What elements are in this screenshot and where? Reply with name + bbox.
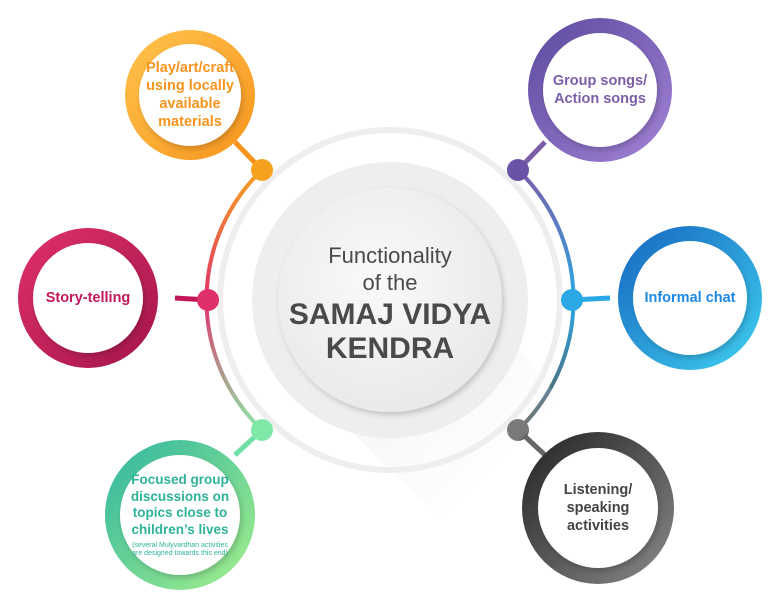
label-line: Informal chat xyxy=(644,289,736,306)
label-listening-speaking: Listening/ speaking activities xyxy=(543,458,653,558)
label-focused-group: Focused group discussions on topics clos… xyxy=(122,457,238,573)
label-line: materials xyxy=(158,114,222,131)
label-line: Action songs xyxy=(554,91,646,107)
dot-informal xyxy=(561,289,583,311)
label-line: using locally xyxy=(146,77,234,94)
center-title-line1: Functionality xyxy=(328,243,452,269)
label-line: Listening/ xyxy=(563,481,633,498)
dot-play xyxy=(251,159,273,181)
label-note: (several Mulyvardhan activities are desi… xyxy=(132,542,228,558)
center-circle xyxy=(278,188,502,412)
label-line: discussions on xyxy=(130,488,230,504)
label-line: Group songs/ xyxy=(552,72,648,89)
node-play-art-craft xyxy=(125,30,255,160)
node-focused-group xyxy=(105,440,255,590)
label-line: children’s lives xyxy=(131,522,229,538)
center-title: Functionality of the SAMAJ VIDYA KENDRA xyxy=(285,215,495,395)
label-line: Focused group xyxy=(131,471,229,487)
label-line: Story-telling xyxy=(45,289,131,306)
node-listening-speaking xyxy=(522,432,674,584)
label-line: speaking xyxy=(566,499,630,516)
node-group-songs xyxy=(528,18,672,162)
dot-group xyxy=(507,159,529,181)
label-line: available xyxy=(159,96,221,112)
node-story-telling xyxy=(18,228,158,368)
label-line: topics close to xyxy=(132,505,228,521)
center-title-line3: SAMAJ VIDYA xyxy=(288,297,492,331)
label-informal-chat: Informal chat xyxy=(635,248,745,348)
dot-focused xyxy=(251,419,273,441)
center-title-line4: KENDRA xyxy=(325,332,455,366)
label-story-telling: Story-telling xyxy=(33,248,143,348)
label-line: activities xyxy=(566,518,630,535)
center-title-line2: of the xyxy=(362,269,418,295)
label-group-songs: Group songs/ Action songs xyxy=(545,40,655,140)
label-play-art-craft: Play/art/craft using locally available m… xyxy=(140,45,240,145)
dot-story xyxy=(197,289,219,311)
node-informal-chat xyxy=(618,226,762,370)
label-line: Play/art/craft xyxy=(146,59,234,76)
